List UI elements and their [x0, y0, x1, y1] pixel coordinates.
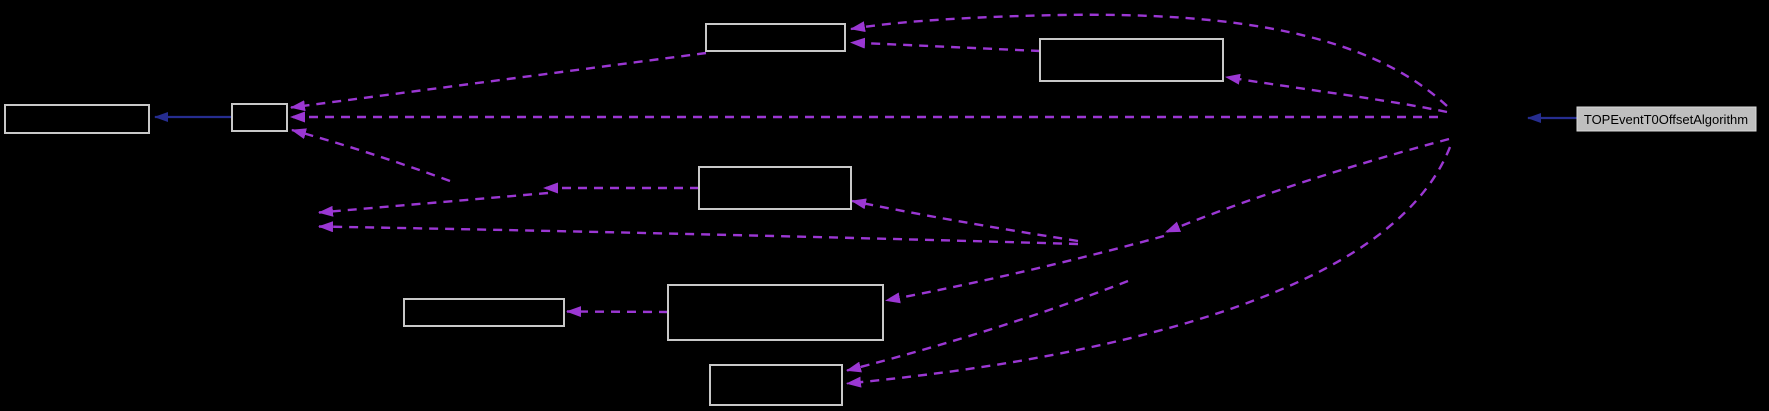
- current-node-label: TOPEventT0OffsetAlgorithm: [1584, 112, 1748, 127]
- dashed-edge-to-floating-upper: [318, 191, 549, 217]
- dashed-edge-to-floating-lower: [318, 221, 1079, 246]
- dashed-edge-hub-to-box-h-lower: [846, 146, 1452, 388]
- dashed-edge-top-box-to-small-box: [290, 51, 707, 112]
- current-node-box: [1576, 106, 1757, 132]
- dashed-edge-d-to-top-box-lower: [850, 37, 1041, 53]
- dashed-edge-to-small-box-lower: [291, 128, 451, 183]
- dashed-edge-box-g-to-box-f: [566, 306, 669, 318]
- graph-node-box-g[interactable]: [667, 284, 884, 341]
- dashed-edge-to-box-g: [885, 234, 1165, 304]
- graph-node-box-h[interactable]: [709, 364, 843, 406]
- graph-node-box-e[interactable]: [698, 166, 852, 210]
- graph-current-node: TOPEventT0OffsetAlgorithm: [1576, 106, 1757, 132]
- graph-node-box-d[interactable]: [1039, 38, 1224, 82]
- graph-node-box-c[interactable]: [705, 23, 846, 52]
- graph-node-box-f[interactable]: [403, 298, 565, 327]
- dashed-edge-hub-to-box-d: [1225, 73, 1448, 114]
- graph-node-box-b[interactable]: [231, 103, 288, 132]
- graph-node-box-a[interactable]: [4, 104, 150, 134]
- dashed-edge-hub-to-top-box-upper: [850, 13, 1448, 107]
- dashed-edge-to-box-e-right: [851, 198, 1079, 243]
- dashed-edge-to-box-h-upper: [846, 279, 1129, 373]
- dashed-edge-hub-to-mid-node: [1165, 137, 1450, 234]
